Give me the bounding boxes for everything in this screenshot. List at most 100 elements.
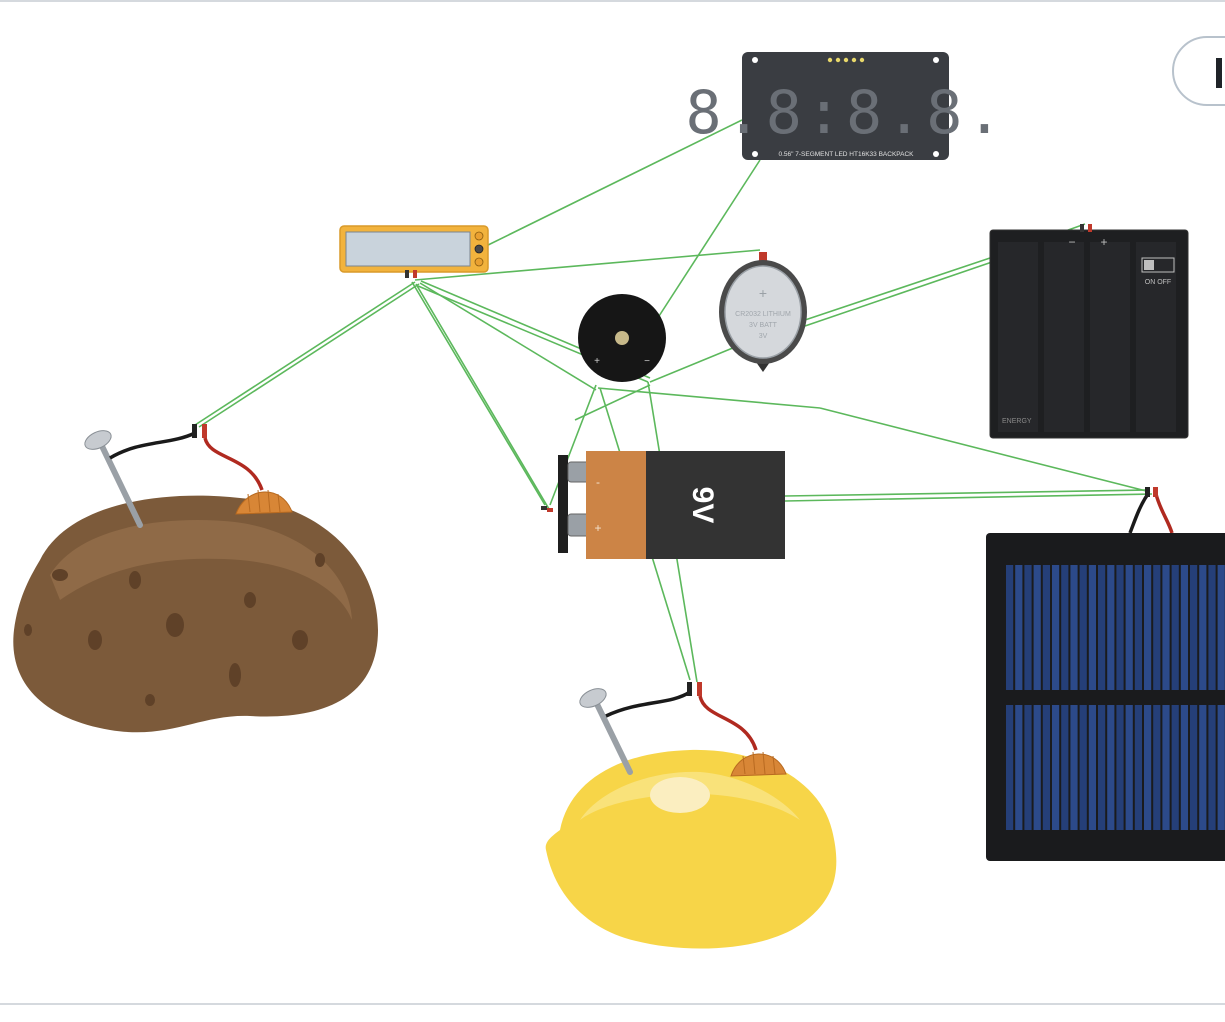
solar-cell-strip <box>1006 565 1014 690</box>
zinc-nail <box>592 697 633 775</box>
coin-cell-plus: + <box>759 285 767 301</box>
solar-cell-strip <box>1042 565 1050 690</box>
potato-battery[interactable] <box>13 424 378 733</box>
solar-cell-strip <box>1190 705 1198 830</box>
lcd-button-icon[interactable] <box>474 244 484 254</box>
wire[interactable] <box>414 249 761 281</box>
wire[interactable] <box>415 283 550 510</box>
battery-pack-switch-label: ON OFF <box>1145 279 1171 286</box>
wire[interactable] <box>784 489 1149 497</box>
solar-cell-strip <box>1199 565 1207 690</box>
solar-cell-strip <box>1088 705 1096 830</box>
solar-cell-strip <box>1162 705 1170 830</box>
coin-cell-label: 3V BATT <box>749 322 778 329</box>
solar-cell-strip <box>1162 565 1170 690</box>
copper-electrode <box>235 491 293 515</box>
display-digits: 8.8:8.8. <box>686 78 1007 148</box>
wire[interactable] <box>419 282 597 391</box>
solar-cell-strip <box>1107 705 1115 830</box>
solar-cell-strip <box>1042 705 1050 830</box>
solar-cell-strip <box>1024 565 1032 690</box>
solar-cell-strip <box>1061 565 1069 690</box>
wire[interactable] <box>597 387 821 409</box>
lemon-battery[interactable] <box>545 682 837 949</box>
zinc-nail <box>97 439 143 528</box>
solar-panel[interactable] <box>986 487 1225 861</box>
battery-pack-switch[interactable] <box>1141 257 1175 273</box>
piezo-buzzer[interactable]: + − <box>578 294 666 382</box>
solar-cell-strip <box>1116 705 1124 830</box>
solar-cell-strip <box>1171 565 1179 690</box>
solar-cell-strip <box>1134 705 1142 830</box>
solar-cell-strip <box>1171 705 1179 830</box>
solar-cell-strip <box>1006 705 1014 830</box>
solar-cell-strip <box>1116 565 1124 690</box>
solar-cell-strip <box>1217 565 1225 690</box>
buzzer-plus: + <box>594 356 600 367</box>
solar-cell-strip <box>1088 565 1096 690</box>
solar-cell-strip <box>1033 565 1041 690</box>
buzzer-minus: − <box>644 356 650 367</box>
solar-cell-strip <box>1208 565 1216 690</box>
wire[interactable] <box>649 344 741 383</box>
wire[interactable] <box>649 159 761 331</box>
solar-cell-strip <box>1180 565 1188 690</box>
solar-cell-strip <box>1153 705 1161 830</box>
solar-cells <box>1006 565 1225 830</box>
wire[interactable] <box>804 261 993 327</box>
solar-cell-strip <box>1052 705 1060 830</box>
wire[interactable] <box>549 384 597 506</box>
battery-voltage-label: 9V <box>686 487 719 524</box>
solar-cell-strip <box>1217 705 1225 830</box>
battery-plus-label: + <box>594 521 601 535</box>
solar-cell-strip <box>1070 705 1078 830</box>
header-pins <box>827 57 865 63</box>
solar-cell-strip <box>1208 705 1216 830</box>
battery-pack-brand: ENERGY <box>1002 418 1032 425</box>
solar-cell-strip <box>1098 565 1106 690</box>
battery-pack-plus: + <box>1100 235 1107 249</box>
solar-cell-strip <box>1153 565 1161 690</box>
solar-cell-strip <box>1015 705 1023 830</box>
seven-segment-display[interactable]: 8.8:8.8. 0.56" 7-SEGMENT LED HT16K33 BAC… <box>686 52 1007 160</box>
solar-cell-strip <box>1144 565 1152 690</box>
lcd-button-icon[interactable] <box>474 231 484 241</box>
toolbar-button-icon <box>1216 58 1222 88</box>
wire[interactable] <box>198 283 420 428</box>
wire[interactable] <box>481 119 743 249</box>
wire[interactable] <box>194 281 416 426</box>
lcd-button-icon[interactable] <box>474 257 484 267</box>
solar-cell-strip <box>1024 705 1032 830</box>
lcd-pin[interactable] <box>413 270 417 278</box>
coin-cell-battery[interactable]: + CR2032 LITHIUM 3V BATT 3V <box>719 252 807 372</box>
solar-cell-strip <box>1070 565 1078 690</box>
coin-cell-label: 3V <box>759 333 768 340</box>
solar-cell-strip <box>1079 705 1087 830</box>
solar-cell-strip <box>1052 565 1060 690</box>
wire[interactable] <box>411 281 546 506</box>
wire[interactable] <box>784 493 1153 502</box>
toolbar-button[interactable] <box>1172 36 1225 106</box>
solar-cell-strip <box>1190 565 1198 690</box>
lcd-screen <box>345 231 471 267</box>
solar-cell-strip <box>1199 705 1207 830</box>
lcd-pin[interactable] <box>405 270 409 278</box>
solar-cell-strip <box>1144 705 1152 830</box>
solar-cell-strip <box>1125 705 1133 830</box>
display-board-label: 0.56" 7-SEGMENT LED HT16K33 BACKPACK <box>778 151 914 158</box>
battery-9v[interactable]: - + 9V <box>541 451 785 559</box>
solar-cell-strip <box>1134 565 1142 690</box>
coin-cell-label: CR2032 LITHIUM <box>735 311 791 318</box>
battery-pack[interactable]: − + ON OFF ENERGY <box>989 224 1189 439</box>
wire[interactable] <box>804 257 991 321</box>
wire[interactable] <box>819 407 1151 493</box>
battery-pack-minus: − <box>1068 235 1075 249</box>
lcd-module[interactable] <box>339 225 489 278</box>
solar-cell-strip <box>1180 705 1188 830</box>
battery-pack-switch-knob <box>1144 260 1154 270</box>
solar-cell-strip <box>1061 705 1069 830</box>
solar-cell-strip <box>1098 705 1106 830</box>
wire[interactable] <box>574 384 651 421</box>
battery-minus-label: - <box>596 475 600 489</box>
